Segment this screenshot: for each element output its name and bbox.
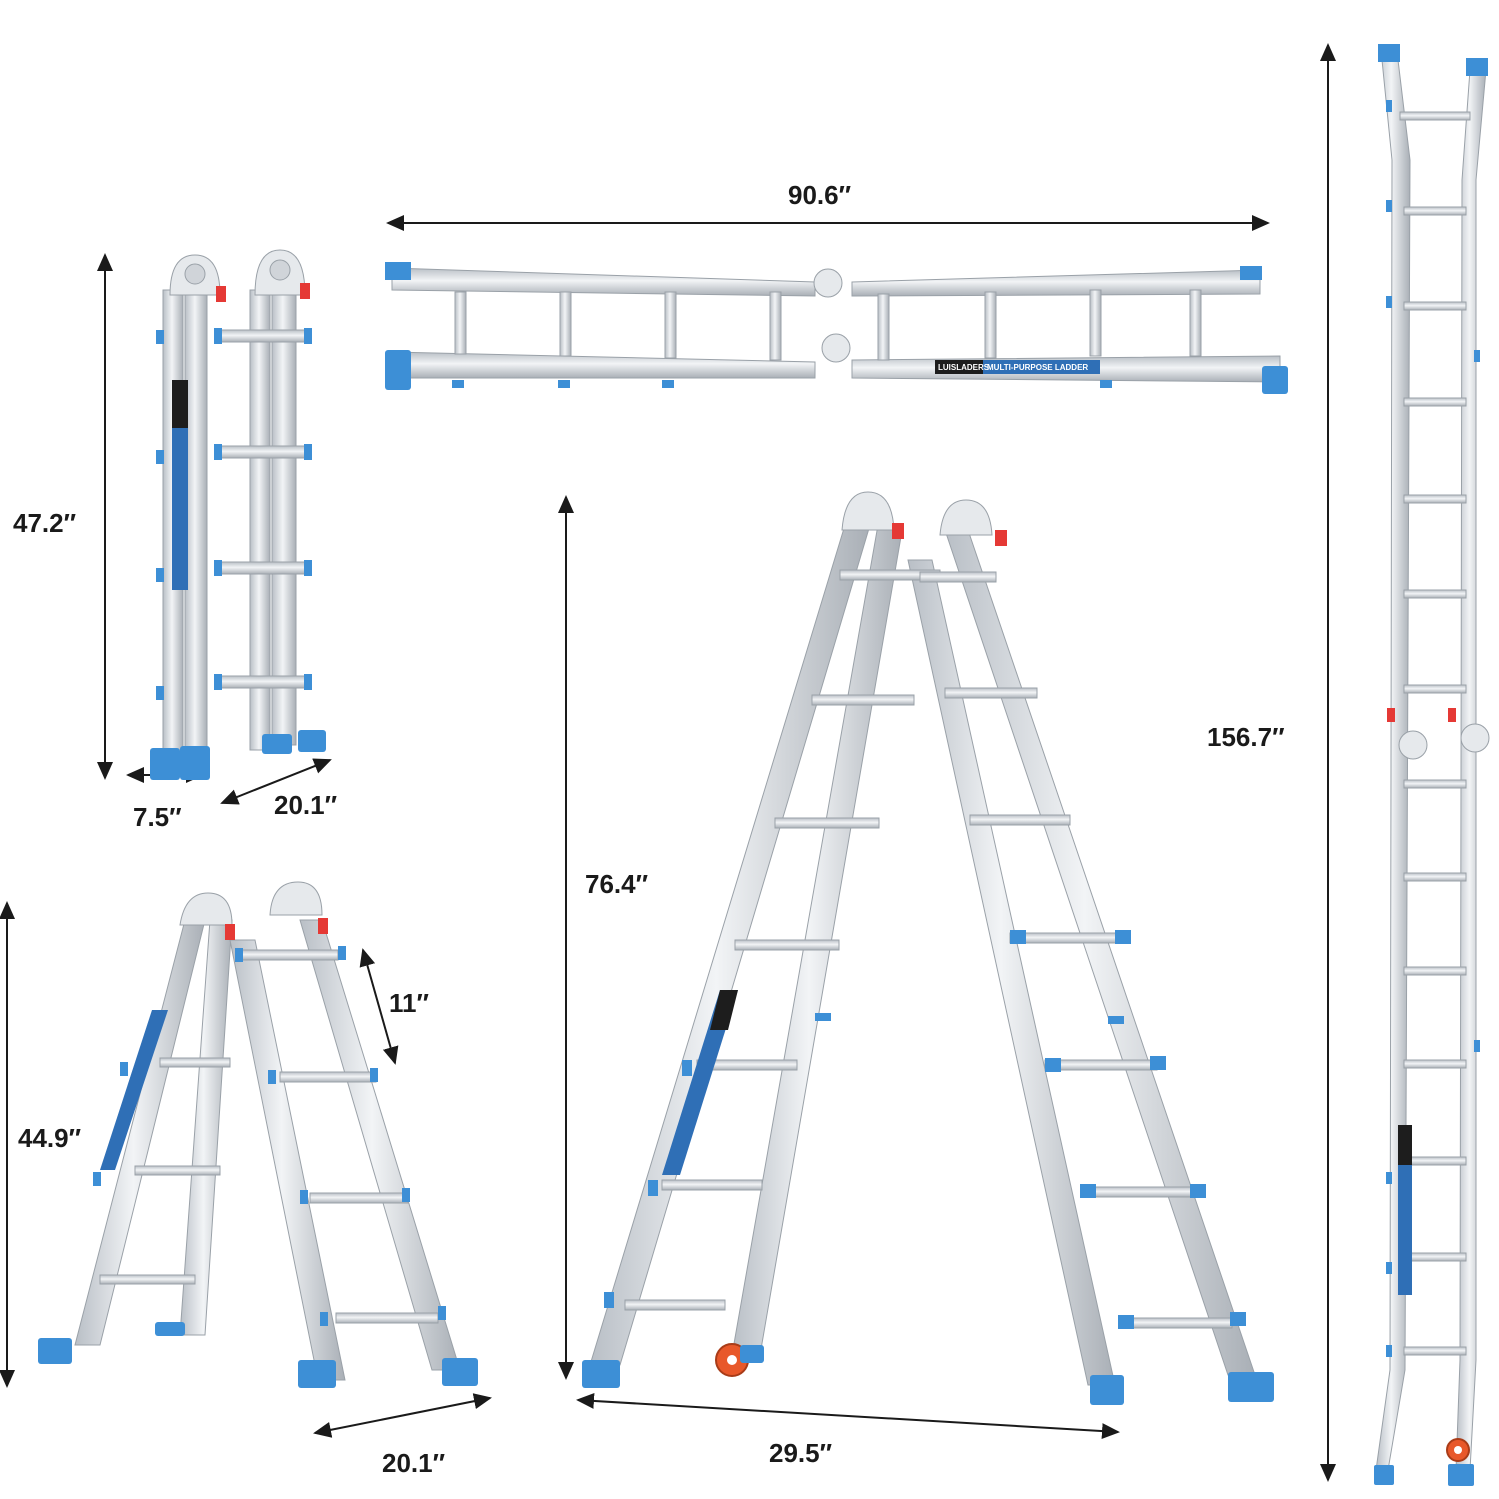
dim-text-folded-depth: 7.5″: [133, 802, 182, 832]
flat-ladder-illustration: LUISLADERS MULTI-PURPOSE LADDER: [385, 262, 1288, 394]
dim-text-large-height: 76.4″: [585, 869, 648, 899]
small-a-frame-illustration: [38, 881, 478, 1388]
dim-line-small-base: [313, 1393, 492, 1438]
dim-text-extension-height: 156.7″: [1207, 722, 1285, 752]
dim-line-rung-spacing: [359, 948, 399, 1065]
dimension-labels: 47.2″ 7.5″ 20.1″ 90.6″ 44.9″ 11″ 20.1″ 7…: [13, 180, 1285, 1478]
dim-text-flat-length: 90.6″: [788, 180, 851, 210]
dim-text-folded-width: 20.1″: [274, 790, 337, 820]
dim-text-small-base: 20.1″: [382, 1448, 445, 1478]
flat-brand-label: LUISLADERS: [938, 363, 990, 372]
folded-ladder-illustration: [150, 249, 326, 780]
dim-text-rung-spacing: 11″: [389, 988, 429, 1018]
dim-line-large-base: [576, 1392, 1120, 1440]
dim-text-folded-height: 47.2″: [13, 508, 76, 538]
dim-text-small-height: 44.9″: [18, 1123, 81, 1153]
dimension-lines: [0, 43, 1336, 1482]
extension-ladder-illustration: [1374, 44, 1490, 1486]
dim-line-folded-width: [220, 758, 332, 805]
dim-text-large-base: 29.5″: [769, 1438, 832, 1468]
large-a-frame-illustration: [582, 491, 1274, 1405]
flat-product-label: MULTI-PURPOSE LADDER: [987, 363, 1088, 372]
